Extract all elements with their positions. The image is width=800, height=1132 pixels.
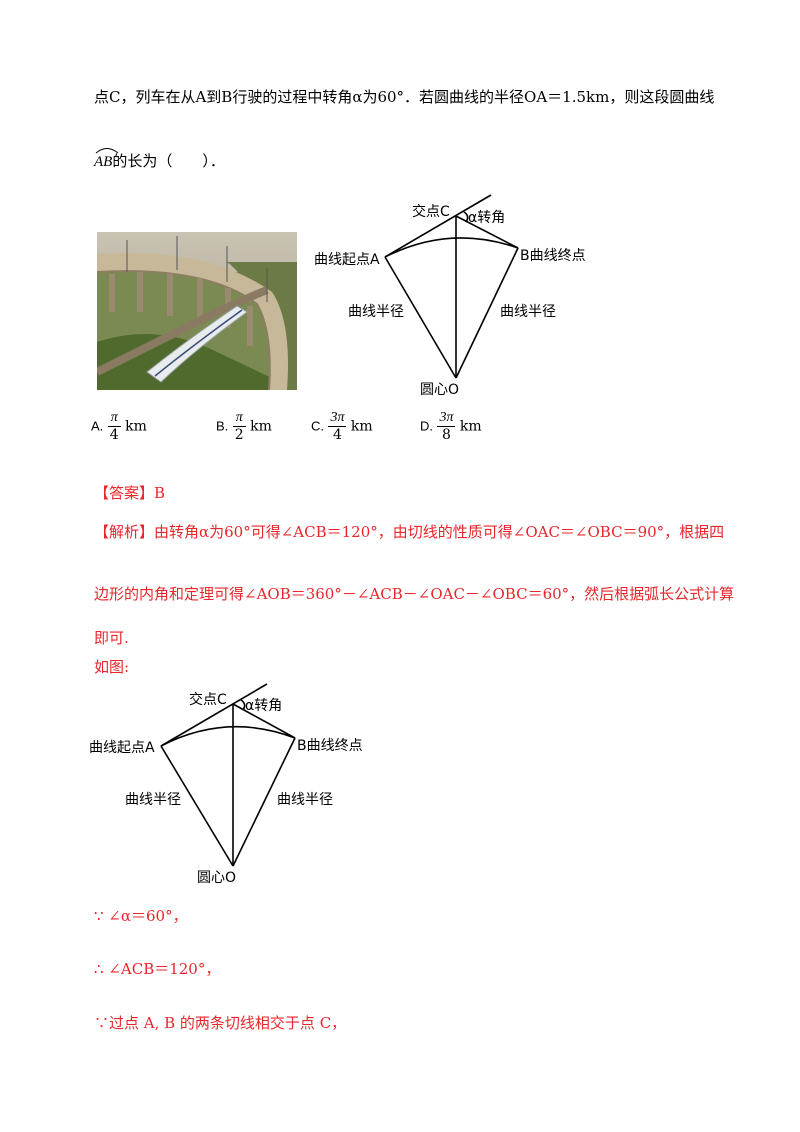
curve-diagram-top: 交点C α转角 曲线起点A B曲线终点 曲线半径 曲线半径 圆心O [314, 194, 586, 398]
arc-mark-icon [95, 148, 119, 154]
analysis-line-1: 【解析】由转角α为60°可得∠ACB＝120°，由切线的性质可得∠OAC＝∠OB… [94, 523, 725, 541]
label-intersect-2: 交点C [189, 691, 227, 708]
label-radius-right: 曲线半径 [500, 304, 556, 320]
label-end: B曲线终点 [520, 248, 586, 264]
label-start-2: 曲线起点A [89, 740, 155, 756]
label-intersect: 交点C [412, 203, 450, 220]
label-radius-left-2: 曲线半径 [125, 792, 181, 808]
label-end-2: B曲线终点 [297, 738, 363, 754]
label-start: 曲线起点A [314, 252, 380, 268]
step-2: ∴ ∠ACB＝120°， [94, 960, 221, 978]
analysis-line-4: 如图: [94, 658, 130, 676]
train-photo [97, 232, 297, 390]
label-radius-left: 曲线半径 [348, 304, 404, 320]
label-center-2: 圆心O [197, 870, 236, 886]
label-turn-angle: α转角 [468, 210, 505, 226]
arc-ab: AB [94, 148, 119, 171]
problem-line-2: AB 的长为（ ）． [94, 148, 225, 171]
curve-diagram-bottom: 交点C α转角 曲线起点A B曲线终点 曲线半径 曲线半径 圆心O [89, 683, 363, 886]
answer: 【答案】B [94, 484, 166, 502]
label-turn-angle-2: α转角 [245, 698, 282, 714]
label-radius-right-2: 曲线半径 [277, 792, 333, 808]
step-1: ∵ ∠α＝60°， [94, 907, 188, 925]
step-3: ∵过点 A, B 的两条切线相交于点 C， [94, 1014, 347, 1032]
analysis-line-3: 即可. [94, 629, 129, 647]
label-center: 圆心O [420, 382, 459, 398]
problem-line-1: 点C，列车在从A到B行驶的过程中转角α为60°．若圆曲线的半径OA＝1.5km，… [94, 88, 715, 106]
analysis-line-2: 边形的内角和定理可得∠AOB＝360°－∠ACB－∠OAC－∠OBC＝60°，然… [94, 585, 735, 603]
